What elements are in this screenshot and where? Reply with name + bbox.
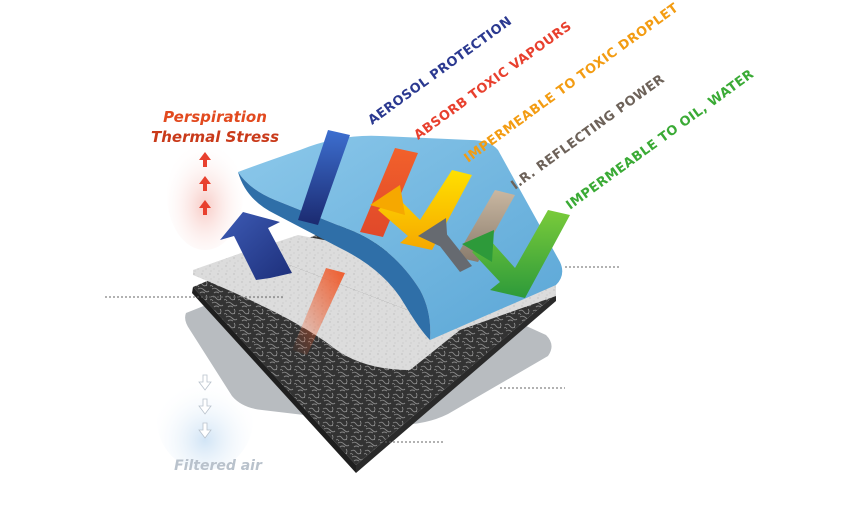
arrow-down-icon bbox=[198, 374, 212, 439]
thermal-stress-label: Thermal Stress bbox=[151, 128, 279, 146]
ir-reflecting-power-label: I.R. REFLECTING POWER bbox=[509, 72, 668, 193]
thermal-glow bbox=[167, 140, 243, 250]
arrow-up-icon bbox=[199, 152, 211, 215]
droplet-arrow-head bbox=[370, 185, 405, 215]
carbon-edge-right bbox=[356, 294, 556, 473]
filtered-air-label: Filtered air bbox=[174, 458, 263, 474]
perspiration-label: Perspiration bbox=[163, 108, 267, 126]
leader-lines bbox=[105, 266, 620, 443]
ir-arrow-out bbox=[432, 232, 472, 272]
perspiration-arrow bbox=[220, 212, 292, 280]
vapour-absorbed-arrow bbox=[292, 268, 345, 355]
oil-water-arrow bbox=[472, 210, 570, 298]
aerosol-arrow bbox=[298, 130, 350, 225]
droplet-arrow bbox=[378, 170, 472, 250]
oil-water-arrow-head bbox=[462, 230, 494, 262]
carbon-edge-left bbox=[192, 287, 356, 473]
membrane-curl-edge bbox=[238, 172, 431, 340]
filtered-air-glow bbox=[157, 370, 253, 470]
